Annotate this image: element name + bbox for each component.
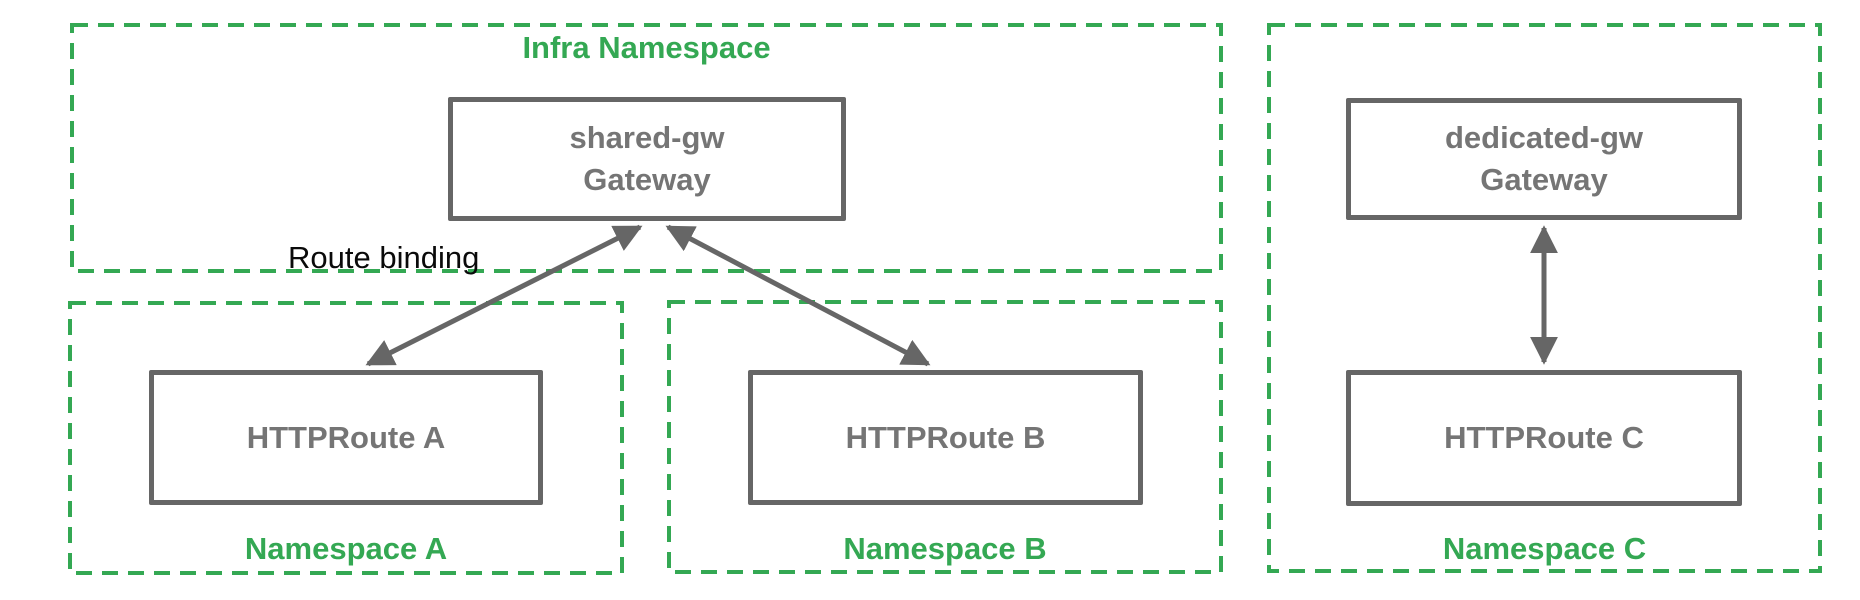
namespace-a-label: Namespace A: [244, 531, 448, 566]
dedicated-gw-gateway-node: dedicated-gw Gateway: [1346, 98, 1742, 220]
dedicated-gw-gateway-name: dedicated-gw: [1444, 120, 1644, 155]
dedicated-gw-gateway-kind: Gateway: [1480, 162, 1608, 197]
shared-gw-gateway-name: shared-gw: [569, 120, 725, 155]
httproute-b-node: HTTPRoute B: [748, 370, 1143, 505]
shared-gw-gateway-kind: Gateway: [583, 162, 711, 197]
namespace-b-label: Namespace B: [843, 531, 1047, 566]
httproute-a-label: HTTPRoute A: [246, 419, 446, 455]
namespace-b-boundary: [667, 300, 1223, 574]
shared-gw-gateway-node: shared-gw Gateway: [448, 97, 846, 221]
route-binding-annotation: Route binding: [288, 240, 480, 275]
route-binding-arrow-a-to-shared-gw: [365, 224, 643, 367]
namespace-c-label: Namespace C: [1442, 531, 1647, 566]
route-binding-arrow-b-to-shared-gw: [665, 224, 931, 367]
httproute-c-label: HTTPRoute C: [1444, 420, 1644, 455]
httproute-b-label: HTTPRoute B: [845, 419, 1046, 455]
namespace-c-boundary: [1267, 23, 1822, 573]
httproute-c-node: HTTPRoute C: [1346, 370, 1742, 506]
namespace-a-boundary: [68, 301, 624, 575]
infra-namespace-boundary: [70, 23, 1223, 273]
infra-namespace-label: Infra Namespace: [522, 30, 771, 65]
httproute-a-node: HTTPRoute A: [149, 370, 543, 505]
